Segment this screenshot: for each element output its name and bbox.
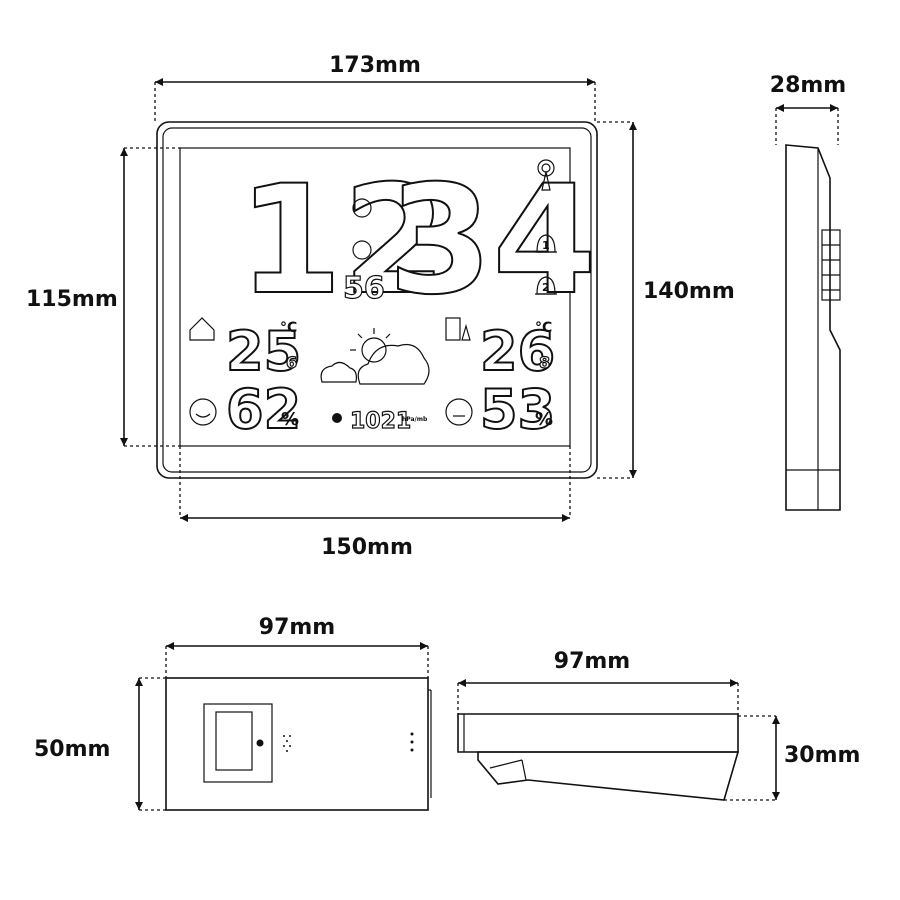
alarm-1-label: 1 [542, 239, 550, 252]
indoor-comfort-icon [189, 398, 217, 426]
alarm-bell-icon-2: 2 [535, 276, 557, 295]
sensor-front-view [165, 677, 432, 811]
label-115mm: 115mm [26, 287, 118, 312]
colon-dot-bottom [352, 240, 372, 260]
time-minute: 34 [388, 154, 597, 328]
indoor-humidity: 62 [226, 378, 301, 441]
outdoor-temp-unit: °C [535, 320, 552, 336]
dim-screen-width: 150mm [179, 446, 571, 560]
dim-sensor-height: 50mm [34, 677, 166, 811]
alarm-2-label: 2 [542, 281, 550, 294]
outdoor-comfort-icon [445, 398, 473, 426]
label-173mm: 173mm [329, 53, 421, 78]
outdoor-humidity: 53 [480, 378, 555, 441]
time-seconds: 56 [343, 271, 385, 306]
label-140mm: 140mm [643, 279, 735, 304]
pressure-unit: hPa/mb [402, 416, 428, 423]
label-97mm-side: 97mm [554, 649, 630, 674]
speaker-holes-icon [283, 735, 291, 752]
sensor-side-view [457, 713, 740, 801]
alarm-bell-icon-1: 1 [535, 234, 557, 253]
pressure-value: 1021 [350, 409, 411, 434]
station-screen [179, 147, 571, 447]
station-outer-frame [156, 121, 598, 479]
dim-screen-height: 115mm [26, 147, 180, 447]
indoor-temp-main: 25 [226, 320, 301, 383]
indoor-humidity-unit: % [281, 409, 299, 430]
station-inner-frame [162, 127, 592, 473]
label-28mm: 28mm [770, 73, 846, 98]
time-hour: 12 [238, 154, 447, 328]
station-front-view: 12 34 56 1 2 25 6 °C 6 [156, 121, 598, 479]
indoor-home-icon [189, 317, 215, 341]
indoor-temp-decimal: 6 [286, 353, 297, 372]
colon-dot-top [352, 198, 372, 218]
partly-cloudy-icon [320, 328, 430, 385]
label-97mm-front: 97mm [259, 615, 335, 640]
label-150mm: 150mm [321, 535, 413, 560]
outdoor-humidity-unit: % [535, 409, 553, 430]
dim-front-height: 140mm [597, 121, 735, 479]
dim-sensor-side-width: 97mm [457, 649, 739, 714]
label-50mm: 50mm [34, 737, 110, 762]
dim-side-depth: 28mm [770, 73, 846, 145]
indoor-temp-unit: °C [280, 320, 297, 336]
pressure-icon [332, 413, 342, 423]
dim-front-width: 173mm [154, 53, 596, 122]
outdoor-temp-decimal: 8 [539, 353, 550, 372]
outdoor-temp-main: 26 [480, 320, 555, 383]
station-side-view [785, 144, 841, 511]
outdoor-sensor-icon [445, 317, 471, 341]
dim-sensor-side-height: 30mm [724, 715, 860, 801]
label-30mm: 30mm [784, 743, 860, 768]
radio-signal-icon [537, 159, 555, 191]
dim-sensor-width: 97mm [165, 615, 429, 678]
